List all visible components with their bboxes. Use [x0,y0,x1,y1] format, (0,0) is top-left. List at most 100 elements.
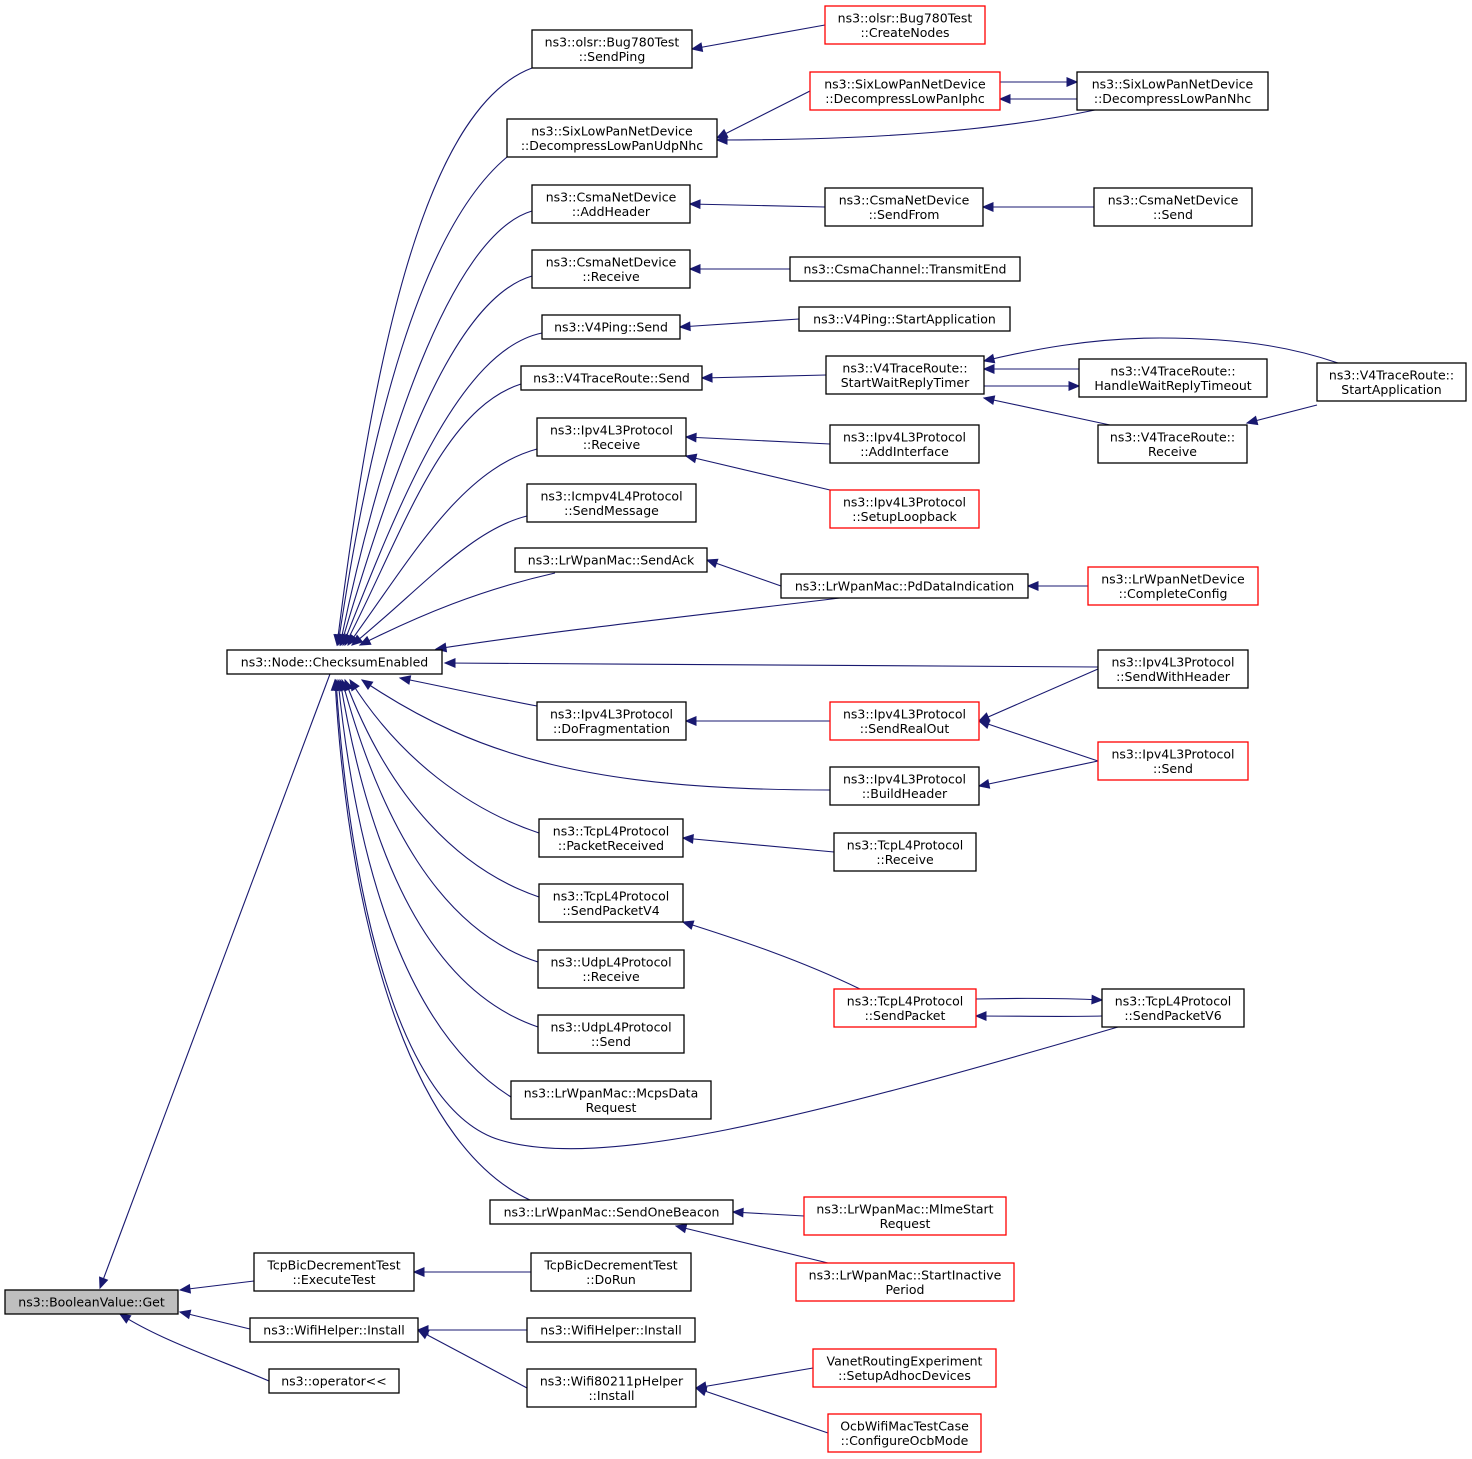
node-sixlow_udpnhc[interactable]: ns3::SixLowPanNetDevice::DecompressLowPa… [506,118,718,158]
node-tcp_sendv4[interactable]: ns3::TcpL4Protocol::SendPacketV4 [538,883,684,923]
edge-line [679,318,800,328]
node-csmach_txend[interactable]: ns3::CsmaChannel::TransmitEnd [789,256,1021,282]
edge-tcp_sendv6-to-tcp_sendpacket [974,1011,1103,1021]
node-v4tr_start[interactable]: ns3::V4TraceRoute::StartApplication [1316,362,1467,402]
arrowhead [360,679,374,690]
node-wifi_install[interactable]: ns3::WifiHelper::Install [249,1317,419,1343]
node-label: ns3::Ipv4L3Protocol [843,494,966,509]
node-opshift[interactable]: ns3::operator<< [268,1368,400,1394]
arrowhead [358,635,372,646]
edge-cse-to-root [99,673,331,1290]
node-label: ns3::Icmpv4L4Protocol [540,488,682,503]
node-v4tr_hwrt[interactable]: ns3::V4TraceRoute::HandleWaitReplyTimeou… [1078,358,1268,398]
arrowhead [398,675,412,685]
node-label: ::SetupAdhocDevices [838,1368,971,1383]
node-ipv4_dofrag[interactable]: ns3::Ipv4L3Protocol::DoFragmentation [536,701,687,741]
node-ipv4_send[interactable]: ns3::Ipv4L3Protocol::Send [1097,741,1249,781]
node-label: ns3::SixLowPanNetDevice [1092,76,1254,91]
node-csma_sendfrom[interactable]: ns3::CsmaNetDevice::SendFrom [824,187,984,227]
arrowhead [684,453,698,464]
arrowhead [688,264,701,274]
node-wifi80211p[interactable]: ns3::Wifi80211pHelper::Install [526,1368,697,1408]
node-root[interactable]: ns3::BooleanValue::Get [4,1289,179,1315]
node-vanet_setup[interactable]: VanetRoutingExperiment::SetupAdhocDevice… [812,1348,997,1388]
node-csma_addheader[interactable]: ns3::CsmaNetDevice::AddHeader [531,184,691,224]
edge-line [179,1280,255,1291]
edge-tbdt_dorun-to-tbdt_exec [412,1267,531,1277]
edge-line [344,383,522,646]
node-box [795,1262,1015,1302]
arrowhead [684,432,697,443]
node-olsr_sendping[interactable]: ns3::olsr::Bug780Test::SendPing [531,29,693,69]
node-box [226,649,443,675]
arrowhead [694,1386,708,1397]
node-tcp_sendpacket[interactable]: ns3::TcpL4Protocol::SendPacket [833,988,977,1028]
edge-sixlow_udpnhc-to-cse [334,156,508,647]
edge-line [417,1329,528,1389]
node-label: ns3::LrWpanMac::MlmeStart [816,1201,993,1216]
node-label: ns3::CsmaNetDevice [546,189,677,204]
node-label: ns3::CsmaNetDevice [1108,192,1239,207]
edge-ipv4_sendwithhdr-to-cse [443,658,1099,668]
node-ipv4_buildhdr[interactable]: ns3::Ipv4L3Protocol::BuildHeader [829,766,980,806]
node-layer: ns3::BooleanValue::Get ns3::Node::Checksu… [4,5,1467,1453]
node-label: ns3::TcpL4Protocol [847,837,963,852]
node-v4tr_send[interactable]: ns3::V4TraceRoute::Send [520,365,703,391]
node-box [253,1252,415,1292]
node-ipv4_addif[interactable]: ns3::Ipv4L3Protocol::AddInterface [829,424,980,464]
edge-line [361,679,831,791]
node-lrmac_beacon[interactable]: ns3::LrWpanMac::SendOneBeacon [489,1199,734,1225]
node-tcp_pktrecv[interactable]: ns3::TcpL4Protocol::PacketReceived [538,818,684,858]
edge-wifi_install2-to-wifi_install [416,1325,527,1335]
arrowhead [690,42,704,53]
node-label: ::Receive [582,269,640,284]
arrowhead [178,1309,192,1320]
edge-line [706,559,782,587]
node-label: Request [586,1100,637,1115]
node-sixlow_iphc[interactable]: ns3::SixLowPanNetDevice::DecompressLowPa… [809,71,1001,111]
node-wifi_install2[interactable]: ns3::WifiHelper::Install [526,1317,696,1343]
node-tbdt_dorun[interactable]: TcpBicDecrementTest::DoRun [530,1252,692,1292]
node-tcp_receive[interactable]: ns3::TcpL4Protocol::Receive [833,832,977,872]
node-udp_receive[interactable]: ns3::UdpL4Protocol::Receive [537,949,685,989]
node-tbdt_exec[interactable]: TcpBicDecrementTest::ExecuteTest [253,1252,415,1292]
node-lrmac_pddata[interactable]: ns3::LrWpanMac::PdDataIndication [780,573,1029,599]
node-udp_send[interactable]: ns3::UdpL4Protocol::Send [537,1014,685,1054]
node-csma_receive[interactable]: ns3::CsmaNetDevice::Receive [531,249,691,289]
node-ipv4_sendwithhdr[interactable]: ns3::Ipv4L3Protocol::SendWithHeader [1097,649,1249,689]
node-olsr_createnodes[interactable]: ns3::olsr::Bug780Test::CreateNodes [824,5,986,45]
node-ipv4_sendrealout[interactable]: ns3::Ipv4L3Protocol::SendRealOut [829,701,980,741]
node-box [780,573,1029,599]
node-sixlow_nhc[interactable]: ns3::SixLowPanNetDevice::DecompressLowPa… [1076,71,1269,111]
node-label: ::SendFrom [869,207,940,222]
node-box [530,1252,692,1292]
node-v4tr_receive[interactable]: ns3::V4TraceRoute::Receive [1097,424,1248,464]
arrowhead [700,372,713,383]
node-ipv4_receive[interactable]: ns3::Ipv4L3Protocol::Receive [536,417,687,457]
node-v4ping_send[interactable]: ns3::V4Ping::Send [541,314,681,340]
node-ocb_config[interactable]: OcbWifiMacTestCase::ConfigureOcbMode [827,1413,982,1453]
node-cse[interactable]: ns3::Node::ChecksumEnabled [226,649,443,675]
edge-ocb_config-to-wifi80211p [694,1386,829,1434]
node-v4ping_start[interactable]: ns3::V4Ping::StartApplication [798,306,1011,332]
node-lrmac_sendack[interactable]: ns3::LrWpanMac::SendAck [514,547,708,573]
arrowhead [982,395,996,406]
node-csma_send[interactable]: ns3::CsmaNetDevice::Send [1093,187,1253,227]
node-box [531,29,693,69]
node-box [520,365,703,391]
node-label: ::SendMessage [564,503,659,518]
node-v4tr_swrt[interactable]: ns3::V4TraceRoute::StartWaitReplyTimer [825,355,985,395]
node-tcp_sendv6[interactable]: ns3::TcpL4Protocol::SendPacketV6 [1101,988,1245,1028]
node-lrnet_complete[interactable]: ns3::LrWpanNetDevice::CompleteConfig [1087,566,1259,606]
node-box [531,249,691,289]
node-ipv4_loopback[interactable]: ns3::Ipv4L3Protocol::SetupLoopback [829,489,980,529]
node-label: ns3::Ipv4L3Protocol [1111,746,1234,761]
edge-line [716,90,811,139]
arrowhead [681,834,694,844]
node-icmp_sendmsg[interactable]: ns3::Icmpv4L4Protocol::SendMessage [526,483,697,523]
edge-sixlow_iphc-to-sixlow_nhc [1000,77,1079,87]
node-label: ::CompleteConfig [1119,586,1228,601]
